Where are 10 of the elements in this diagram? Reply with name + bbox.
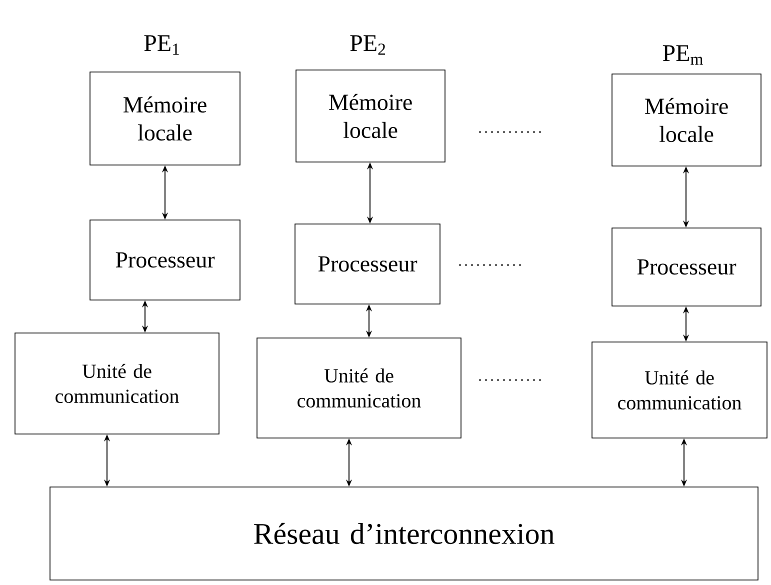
component-box: Processeur [294,224,440,304]
network-box: Réseau d’interconnexion [50,486,758,580]
component-box: Mémoire locale [612,74,762,166]
component-box: Mémoire locale [90,72,240,166]
component-box: Unité de communication [592,342,768,438]
component-box: Unité de communication [14,332,220,434]
component-box: Processeur [612,228,762,306]
component-box: Unité de communication [256,338,462,438]
component-box: Mémoire locale [296,70,446,162]
component-box: Processeur [90,220,240,300]
